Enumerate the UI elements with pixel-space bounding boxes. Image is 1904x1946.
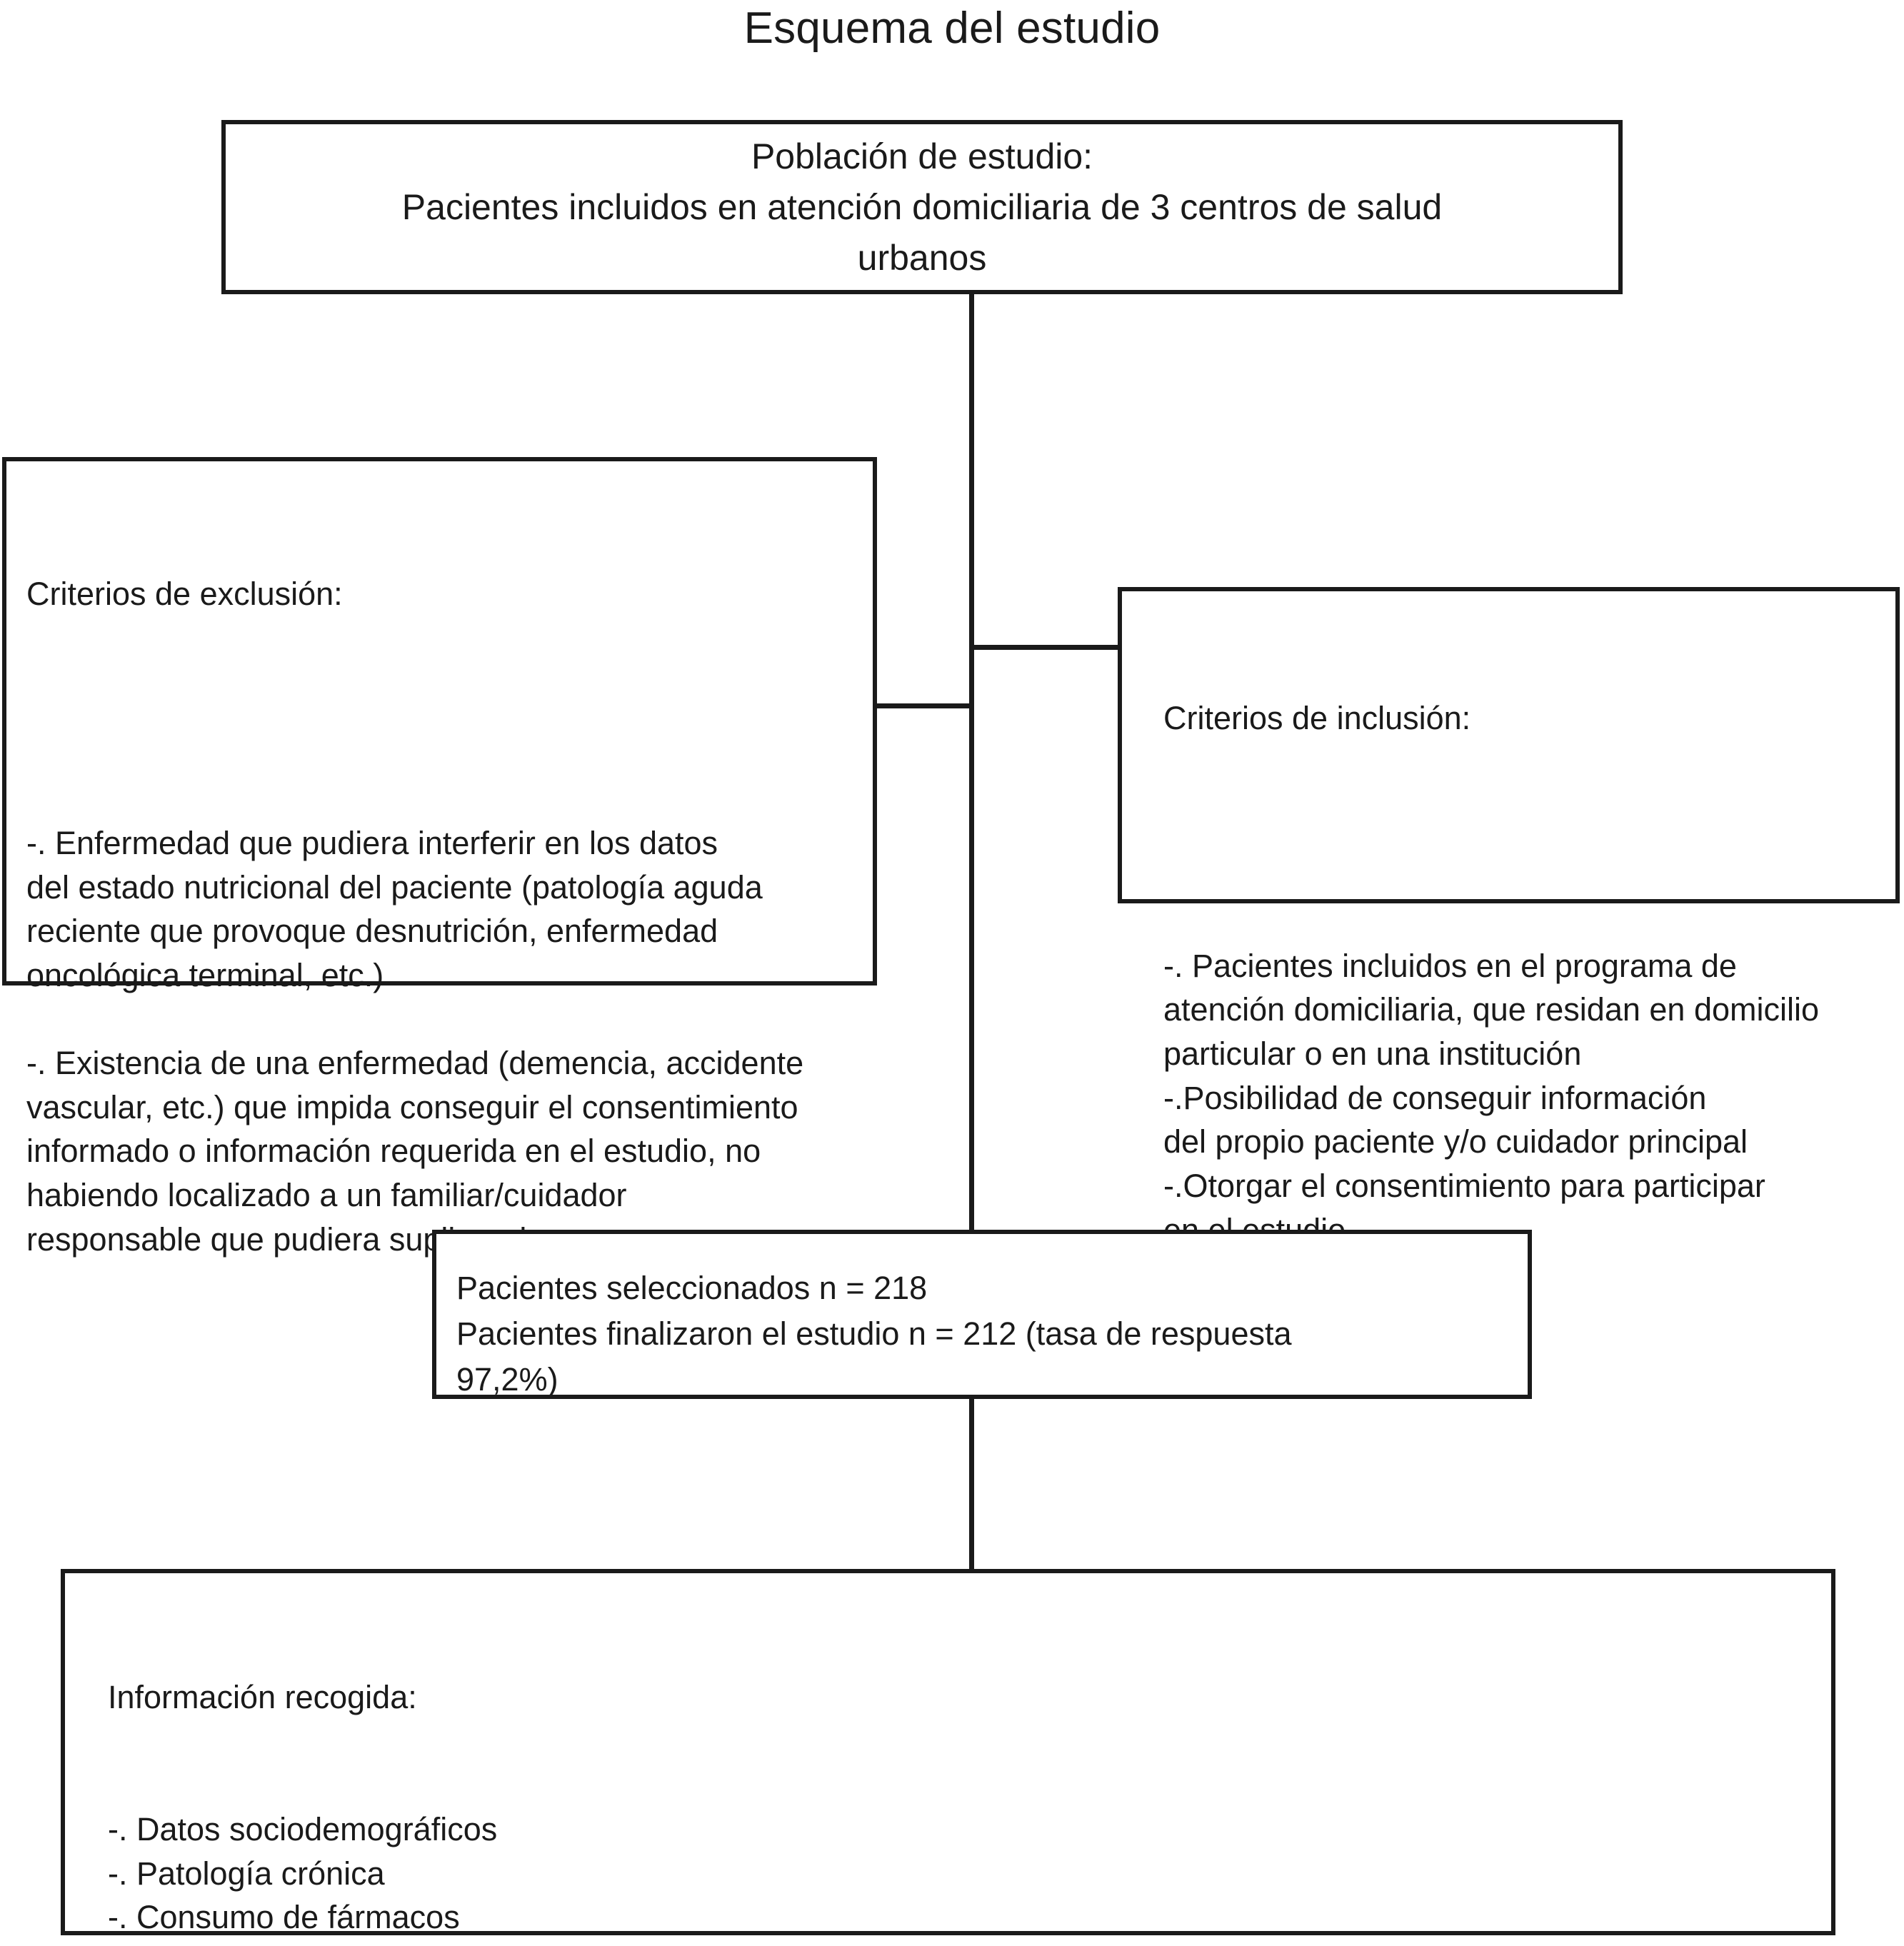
- study-population-heading: Población de estudio:: [751, 136, 1093, 176]
- inclusion-criteria-heading: Criterios de inclusión:: [1163, 700, 1471, 737]
- node-study-population: Población de estudio: Pacientes incluido…: [221, 120, 1623, 294]
- node-collected-information-text: Información recogida: -. Datos sociodemo…: [108, 1588, 1815, 1946]
- page-title: Esquema del estudio: [743, 4, 1161, 53]
- exclusion-criteria-items: -. Enfermedad que pudiera interferir en …: [26, 824, 804, 1258]
- node-exclusion-criteria-text: Criterios de exclusión: -. Enfermedad qu…: [26, 484, 855, 1350]
- selected-patients-text: Pacientes seleccionados n = 218 Paciente…: [456, 1270, 1292, 1398]
- node-inclusion-criteria: Criterios de inclusión: -. Pacientes inc…: [1118, 587, 1900, 1248]
- connector-to-inclusion-box: [969, 645, 1121, 650]
- node-inclusion-criteria-text: Criterios de inclusión: -. Pacientes inc…: [1163, 608, 1885, 1340]
- node-exclusion-criteria: Criterios de exclusión: -. Enfermedad qu…: [2, 457, 877, 1258]
- inclusion-criteria-items: -. Pacientes incluidos en el programa de…: [1163, 947, 1819, 1248]
- connector-to-exclusion-box: [874, 703, 974, 708]
- node-selected-patients: Pacientes seleccionados n = 218 Paciente…: [432, 1230, 1532, 1399]
- exclusion-criteria-heading: Criterios de exclusión:: [26, 576, 343, 613]
- study-population-body: Pacientes incluidos en atención domicili…: [401, 186, 1443, 278]
- node-study-population-text: Población de estudio: Pacientes incluido…: [226, 124, 1618, 290]
- connector-population-to-selected: [969, 291, 974, 1233]
- connector-selected-to-information: [969, 1395, 974, 1572]
- collected-information-items: -. Datos sociodemográficos -. Patología …: [108, 1811, 1503, 1946]
- collected-information-heading: Información recogida:: [108, 1679, 417, 1716]
- node-collected-information: Información recogida: -. Datos sociodemo…: [61, 1569, 1835, 1946]
